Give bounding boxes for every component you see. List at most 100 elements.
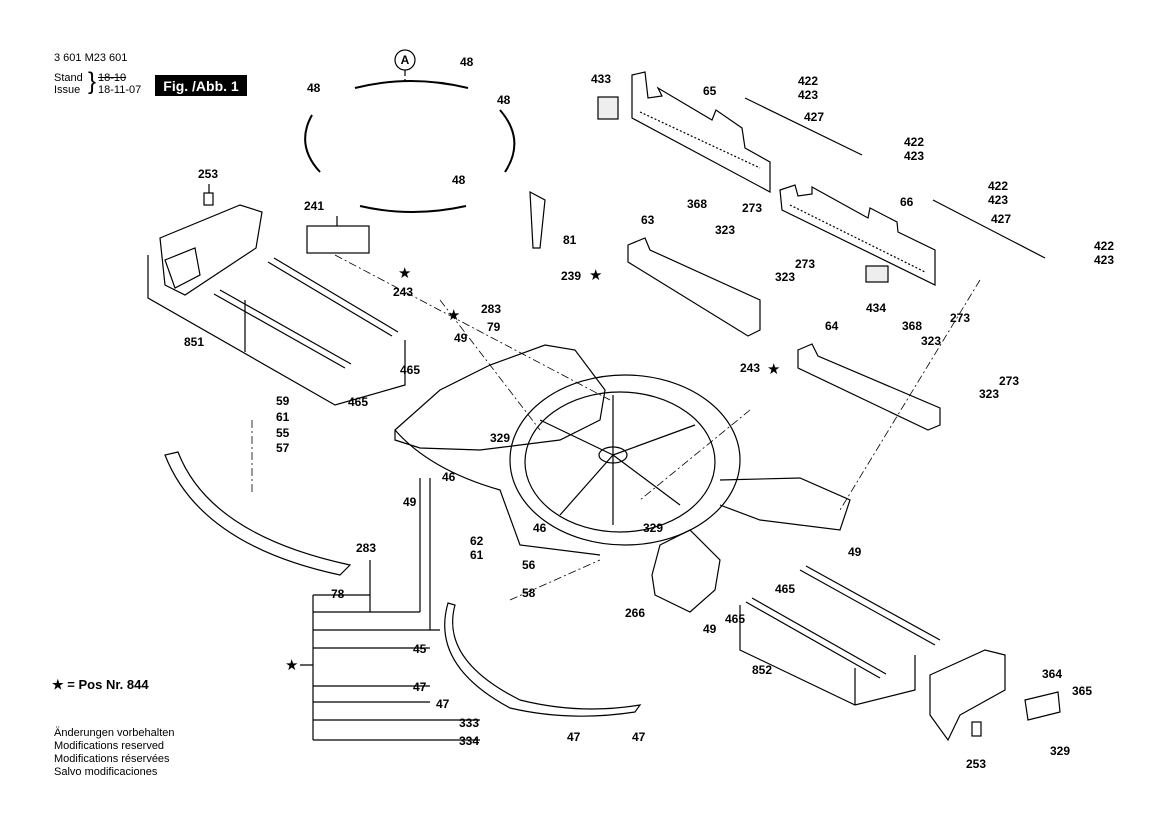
label-48: 48 bbox=[452, 173, 466, 187]
part-number: 3 601 M23 601 bbox=[54, 52, 128, 64]
label-47: 47 bbox=[632, 730, 646, 744]
label-61: 61 bbox=[470, 548, 484, 562]
label-58: 58 bbox=[522, 586, 536, 600]
label-49: 49 bbox=[703, 622, 717, 636]
label-47: 47 bbox=[413, 680, 427, 694]
label-47: 47 bbox=[567, 730, 581, 744]
label-48: 48 bbox=[460, 55, 474, 69]
star-icon: ★ bbox=[447, 306, 460, 324]
label-329: 329 bbox=[490, 431, 510, 445]
label-422: 422 bbox=[1094, 239, 1114, 253]
label-253: 253 bbox=[966, 757, 986, 771]
label-365: 365 bbox=[1072, 684, 1092, 698]
label-45: 45 bbox=[413, 642, 427, 656]
label-329: 329 bbox=[643, 521, 663, 535]
turntable-outer bbox=[509, 374, 741, 546]
label-423: 423 bbox=[904, 149, 924, 163]
label-423: 423 bbox=[988, 193, 1008, 207]
label-368: 368 bbox=[902, 319, 922, 333]
turntable-inner bbox=[524, 391, 716, 533]
note-fr: Modifications réservées bbox=[54, 753, 170, 765]
label-239: 239 bbox=[561, 269, 581, 283]
label-422: 422 bbox=[904, 135, 924, 149]
star-icon: ★ bbox=[398, 264, 411, 282]
note-en: Modifications reserved bbox=[54, 740, 165, 752]
label-78: 78 bbox=[331, 587, 345, 601]
label-243: 243 bbox=[740, 361, 760, 375]
label-48: 48 bbox=[497, 93, 511, 107]
fence-left bbox=[631, 71, 771, 194]
label-323: 323 bbox=[921, 334, 941, 348]
base-left-outer bbox=[394, 429, 601, 556]
label-433 bbox=[597, 96, 619, 120]
stand-label: Stand bbox=[54, 72, 83, 84]
label-333: 333 bbox=[459, 716, 479, 730]
label-283: 283 bbox=[481, 302, 501, 316]
base-left-arm bbox=[394, 344, 606, 451]
right-extension-body bbox=[929, 649, 1006, 742]
label-323: 323 bbox=[979, 387, 999, 401]
bracket-63 bbox=[627, 237, 761, 337]
label-423: 423 bbox=[798, 88, 818, 102]
rod-852-upper bbox=[799, 565, 941, 646]
label-49: 49 bbox=[848, 545, 862, 559]
label-364: 364 bbox=[1042, 667, 1062, 681]
label-423: 423 bbox=[1094, 253, 1114, 267]
base-right-arm bbox=[719, 477, 851, 531]
stand-value: 18-10 bbox=[98, 72, 127, 84]
label-329: 329 bbox=[1050, 744, 1070, 758]
label-63: 63 bbox=[641, 213, 655, 227]
label-434: 434 bbox=[866, 301, 886, 315]
star-icon: ★ bbox=[767, 360, 780, 378]
label-49: 49 bbox=[403, 495, 417, 509]
label-368: 368 bbox=[687, 197, 707, 211]
star-legend: ★ = Pos Nr. 844 bbox=[52, 677, 149, 693]
pointer-81 bbox=[529, 190, 546, 249]
base-front-arm bbox=[651, 529, 721, 613]
label-243: 243 bbox=[393, 285, 413, 299]
rod-upper bbox=[267, 257, 399, 337]
issue-value: 18-11-07 bbox=[98, 84, 142, 96]
label-427: 427 bbox=[991, 212, 1011, 226]
star-icon: ★ bbox=[285, 656, 298, 674]
label-465: 465 bbox=[348, 395, 368, 409]
rod-lower bbox=[213, 289, 352, 369]
label-65: 65 bbox=[703, 84, 717, 98]
label-253-right bbox=[971, 721, 982, 737]
rail-78 bbox=[164, 451, 352, 576]
figure-label: Fig. /Abb. 1 bbox=[155, 75, 247, 96]
label-283: 283 bbox=[356, 541, 376, 555]
bracket-64 bbox=[797, 343, 941, 431]
label-427: 427 bbox=[804, 110, 824, 124]
kerf-strip bbox=[444, 602, 642, 717]
label-61: 61 bbox=[276, 410, 290, 424]
label-253-left bbox=[203, 192, 214, 206]
label-253: 253 bbox=[198, 167, 218, 181]
label-323: 323 bbox=[715, 223, 735, 237]
label-46: 46 bbox=[442, 470, 456, 484]
star-bracket bbox=[300, 595, 314, 740]
label-273: 273 bbox=[742, 201, 762, 215]
fence-right bbox=[779, 184, 936, 286]
label-273: 273 bbox=[795, 257, 815, 271]
label-46: 46 bbox=[533, 521, 547, 535]
label-852: 852 bbox=[752, 663, 772, 677]
rod-427-bottom bbox=[932, 199, 1046, 259]
label-273: 273 bbox=[999, 374, 1019, 388]
label-62: 62 bbox=[470, 534, 484, 548]
label-241: 241 bbox=[304, 199, 324, 213]
label-465: 465 bbox=[400, 363, 420, 377]
label-465: 465 bbox=[775, 582, 795, 596]
strip-left bbox=[304, 114, 321, 173]
label-241 bbox=[306, 225, 370, 254]
star-icon: ★ bbox=[52, 677, 68, 692]
strip-right bbox=[499, 109, 516, 173]
label-851: 851 bbox=[184, 335, 204, 349]
label-465: 465 bbox=[725, 612, 745, 626]
note-es: Salvo modificaciones bbox=[54, 766, 158, 778]
label-66: 66 bbox=[900, 195, 914, 209]
label-433: 433 bbox=[591, 72, 611, 86]
label-434 bbox=[865, 265, 889, 283]
label-422: 422 bbox=[988, 179, 1008, 193]
